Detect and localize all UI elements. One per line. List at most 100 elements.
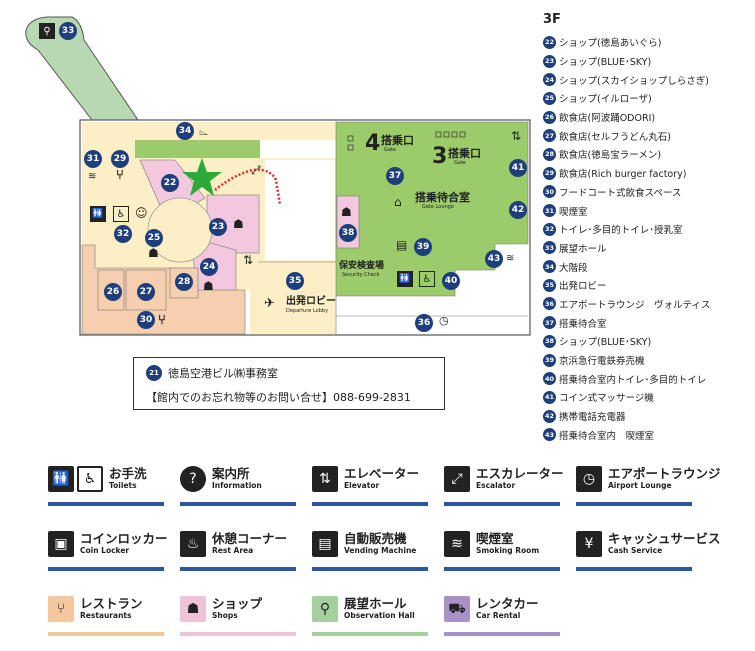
observation-hall-area[interactable] <box>25 16 139 121</box>
key-label-en: Toilets <box>109 481 137 490</box>
legend-number-badge: 27 <box>543 129 556 143</box>
key-label-en: Airport Lounge <box>608 481 672 490</box>
key-label-jp: コインロッカー <box>80 531 168 546</box>
badge-24[interactable]: 24 <box>200 258 218 276</box>
badge-27[interactable]: 27 <box>137 283 155 301</box>
legend-text: 出発ロビー <box>559 281 607 293</box>
legend-number-badge: 37 <box>543 316 556 330</box>
badge-38[interactable]: 38 <box>339 224 357 242</box>
badge-35[interactable]: 35 <box>286 272 304 290</box>
legend-text: コイン式マッサージ機 <box>559 393 654 405</box>
badge-22[interactable]: 22 <box>161 174 179 192</box>
legend-text: ショップ(BLUE･SKY) <box>559 57 652 69</box>
badge-33[interactable]: 33 <box>59 22 77 40</box>
elevator-icon: ⇅ <box>243 253 254 267</box>
key-label-en: Coin Locker <box>80 546 130 555</box>
smoking-room-icon: ≋ <box>88 171 97 182</box>
key-label-jp: エレベーター <box>344 466 420 481</box>
badge-43[interactable]: 43 <box>485 250 503 268</box>
legend-number-badge: 43 <box>543 428 556 442</box>
legend-number-badge: 40 <box>543 372 556 386</box>
departure-plane-icon: ✈ <box>264 296 275 311</box>
coin-locker-icon: ▣ <box>48 531 74 557</box>
rest-area-icon: ♨ <box>180 531 206 557</box>
legend-number-badge: 32 <box>543 222 556 236</box>
departure-lobby-label: 出発ロビー <box>286 296 336 307</box>
key-label-jp: エアポートラウンジ <box>608 466 721 481</box>
gate-lounge-area[interactable] <box>335 121 529 297</box>
gate-toilet-icon: 🚻 <box>397 271 413 287</box>
key-category-bar <box>180 567 296 571</box>
toilet-icon: 🚻 <box>48 466 74 492</box>
lost-and-found-contact: 【館内でのお忘れ物等のお問い合せ】088-699-2831 <box>146 391 411 404</box>
key-label-en: Car Rental <box>476 611 521 620</box>
security-label: 保安検査場 <box>339 261 385 271</box>
legend-number-badge: 26 <box>543 110 556 124</box>
departure-lobby-area[interactable] <box>265 160 335 260</box>
badge-32[interactable]: 32 <box>114 225 132 243</box>
key-category-bar <box>180 632 296 636</box>
legend-number-badge: 36 <box>543 297 556 311</box>
legend-number-badge: 30 <box>543 185 556 199</box>
badge-29[interactable]: 29 <box>111 150 129 168</box>
badge-37[interactable]: 37 <box>386 167 404 185</box>
car-rental-icon: ⛟ <box>444 596 470 622</box>
legend-text: エアポートラウンジ ヴォルティス <box>559 299 711 311</box>
legend-number-badge: 25 <box>543 91 556 105</box>
lounge-icon: ◷ <box>576 466 602 492</box>
badge-39[interactable]: 39 <box>414 238 432 256</box>
floor-label: 3F <box>543 12 561 27</box>
legend-text: ショップ(イルローザ) <box>559 94 652 106</box>
legend-text: 搭乗待合室 <box>559 318 607 330</box>
legend-text: ショップ(BLUE･SKY) <box>559 337 652 349</box>
badge-41[interactable]: 41 <box>509 159 527 177</box>
gate-3-number: 3 <box>432 144 448 169</box>
gate-corridor <box>135 140 260 158</box>
badge-31[interactable]: 31 <box>84 150 102 168</box>
wheelchair-icon: ♿ <box>77 466 103 492</box>
legend-number-badge: 23 <box>543 54 556 68</box>
badge-26[interactable]: 26 <box>104 283 122 301</box>
key-label-en: Escalator <box>476 481 516 490</box>
legend-number-badge: 35 <box>543 278 556 292</box>
badge-28[interactable]: 28 <box>175 273 193 291</box>
shop-icon-24: ☗ <box>203 279 214 293</box>
gate-4-number: 4 <box>365 131 381 156</box>
key-label-jp: 休憩コーナー <box>212 531 288 546</box>
badge-34[interactable]: 34 <box>176 122 194 140</box>
badge-36[interactable]: 36 <box>415 314 433 332</box>
floor-map <box>25 16 531 336</box>
legend-text: ショップ(スカイショップしらさぎ) <box>559 75 709 87</box>
key-label-en: Shops <box>212 611 238 620</box>
observation-hall-icon: ⚲ <box>312 596 338 622</box>
key-category-bar <box>312 632 428 636</box>
badge-23[interactable]: 23 <box>209 218 227 236</box>
key-label-jp: レストラン <box>80 596 143 611</box>
badge-42[interactable]: 42 <box>509 201 527 219</box>
key-category-bar <box>444 567 560 571</box>
gate-smoking-icon: ≋ <box>506 253 515 264</box>
badge-25[interactable]: 25 <box>145 229 163 247</box>
badge-40[interactable]: 40 <box>442 272 460 290</box>
badge-30[interactable]: 30 <box>137 311 155 329</box>
key-label-jp: キャッシュサービス <box>608 531 721 546</box>
gate-lounge-sub: Gate Lounge <box>422 204 454 210</box>
lounge-chairs-icon: ⌂ <box>394 195 402 209</box>
